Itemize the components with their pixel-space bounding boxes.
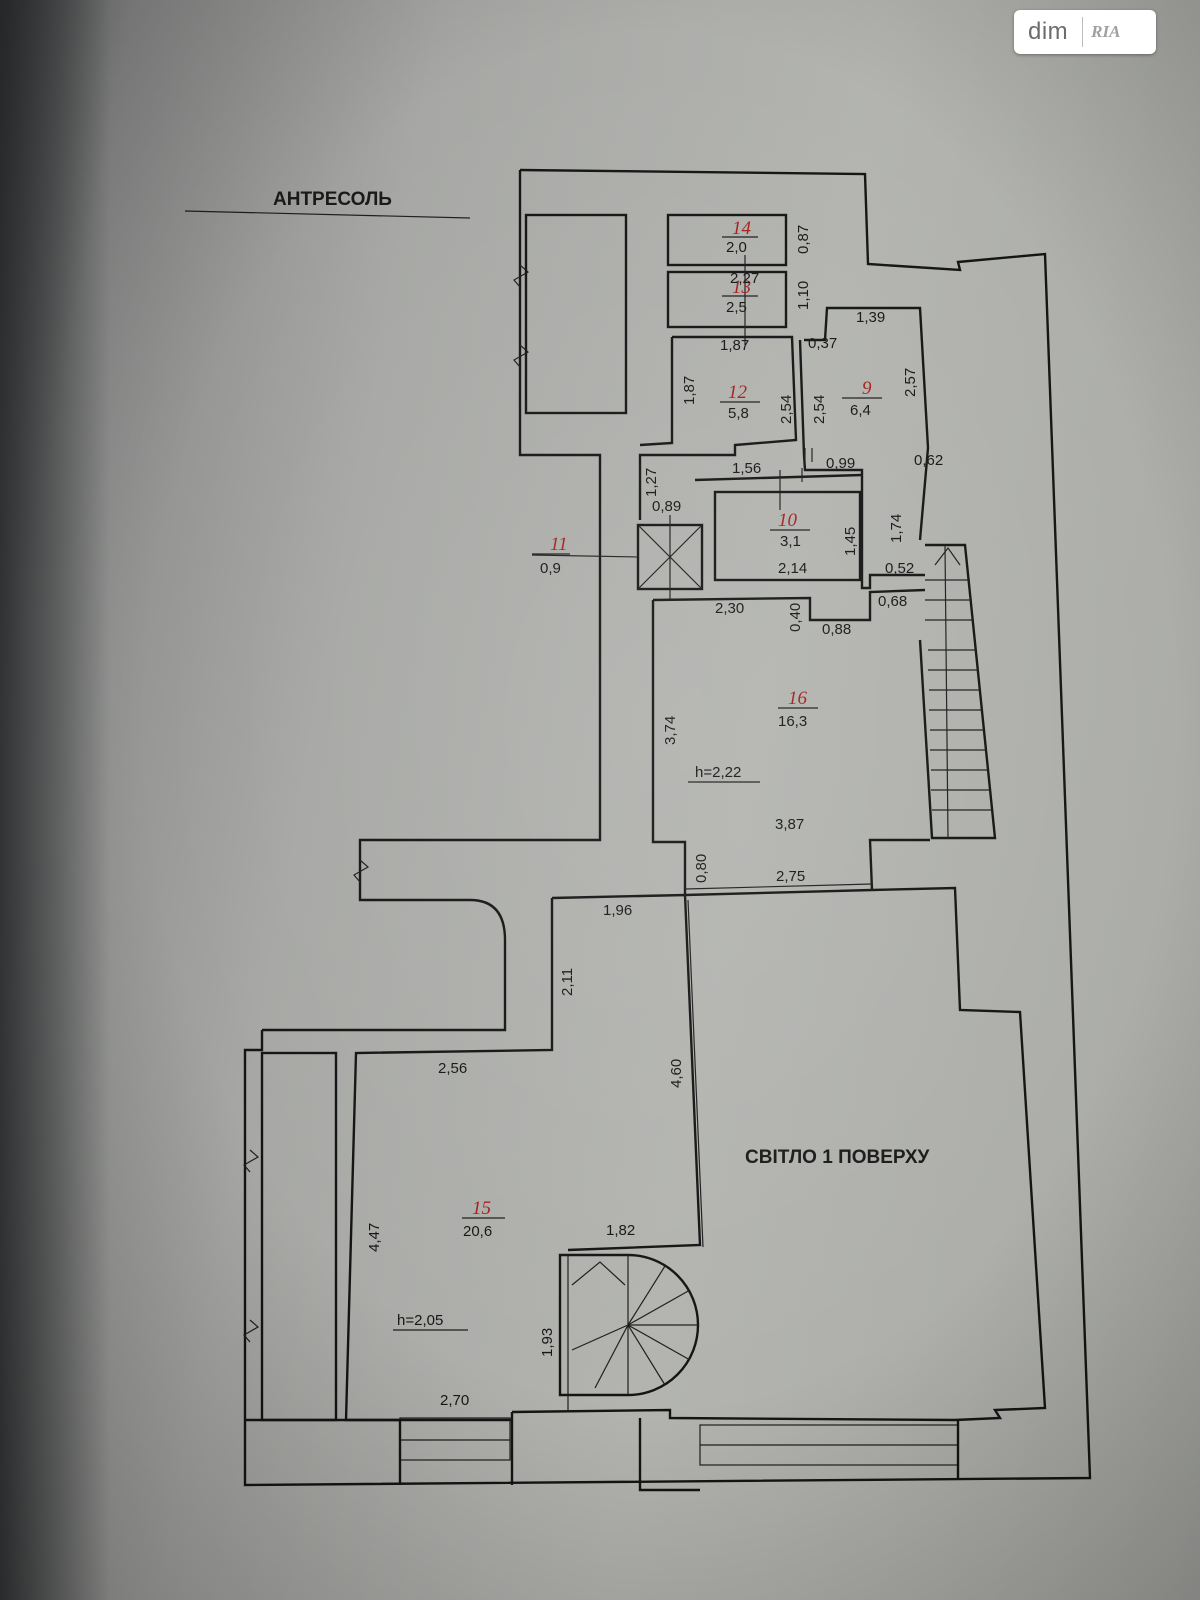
dimension-label: 1,39 <box>856 309 885 326</box>
dimension-label: 0,87 <box>795 225 812 254</box>
partition-wall <box>798 339 806 456</box>
dimension-label: 2,27 <box>730 270 759 287</box>
room-16-bottom-wall <box>684 888 873 897</box>
logo-separator <box>1082 17 1084 47</box>
outer-wall-perimeter <box>243 168 1092 1487</box>
dimension-label: 2,11 <box>559 968 576 996</box>
dimension-label: 1,93 <box>539 1328 556 1357</box>
dimension-label: 0,89 <box>652 498 681 515</box>
dimension-label: 1,27 <box>643 468 660 497</box>
dimension-label: 0,99 <box>826 455 855 472</box>
dimension-label: 0,80 <box>693 854 710 883</box>
stair-treads <box>925 544 992 839</box>
corridor-wall <box>694 473 863 482</box>
leader-line <box>531 554 639 558</box>
dimension-label: 0,88 <box>822 621 851 638</box>
front-pier-mid2 <box>638 1418 700 1492</box>
dimension-label: 0,40 <box>787 603 804 632</box>
dimension-label: 2,14 <box>778 560 807 577</box>
dimension-label: 2,54 <box>811 395 828 424</box>
room-area: 3,1 <box>780 533 801 550</box>
ceiling-height: h=2,05 <box>397 1312 443 1329</box>
room-16-left-wall <box>651 600 687 895</box>
dimension-label: 0,68 <box>878 593 907 610</box>
dimension-label: 2,56 <box>438 1060 467 1077</box>
dimension-label: 1,45 <box>842 527 859 556</box>
room-number: 12 <box>728 382 748 403</box>
ceiling-height: h=2,22 <box>695 764 741 781</box>
title-underline <box>184 210 471 219</box>
light-label: СВІТЛО 1 ПОВЕРХУ <box>745 1147 930 1168</box>
dimension-label: 1,96 <box>603 902 632 919</box>
plan-title: АНТРЕСОЛЬ <box>273 189 392 210</box>
dimension-label: 1,87 <box>720 337 749 354</box>
logo-text: dim <box>1028 18 1069 45</box>
dimria-logo: dim RIA <box>1014 10 1156 54</box>
dimension-label: 0,52 <box>885 560 914 577</box>
room-number: 16 <box>788 688 808 709</box>
room-number: 10 <box>778 510 798 531</box>
dimension-label: 0,62 <box>914 452 943 469</box>
room-area: 0,9 <box>540 560 561 577</box>
room-area: 2,5 <box>726 299 747 316</box>
window-left <box>399 1417 511 1461</box>
dimension-label: 1,82 <box>606 1222 635 1239</box>
front-wall <box>511 1408 956 1422</box>
dimension-label: 2,54 <box>778 395 795 424</box>
room-area: 16,3 <box>778 713 807 730</box>
dimension-label: 1,56 <box>732 460 761 477</box>
dimension-label: 1,74 <box>888 514 905 543</box>
room-16-right-wall <box>868 838 930 891</box>
room-15-partition <box>687 899 704 1248</box>
dimension-label: 2,30 <box>715 600 744 617</box>
front-pier-left <box>245 1418 402 1485</box>
room-area: 5,8 <box>728 405 749 422</box>
room-number: 15 <box>472 1198 491 1219</box>
room-12-wall-left <box>639 337 674 447</box>
outer-wall-curve <box>262 898 507 1032</box>
room-area: 6,4 <box>850 402 871 419</box>
room-number: 14 <box>732 218 752 239</box>
dimension-label: 1,10 <box>795 281 812 310</box>
dimension-label: 4,60 <box>668 1059 685 1088</box>
room-number: 9 <box>862 378 872 399</box>
dimension-label: 3,87 <box>775 816 804 833</box>
dimension-label: 2,70 <box>440 1392 469 1409</box>
spiral-stair <box>558 1253 700 1412</box>
dimension-label: 0,37 <box>808 335 837 352</box>
logo-ria-mark: RIA <box>1091 22 1121 41</box>
room-area: 20,6 <box>463 1223 492 1240</box>
room-15-outline <box>344 898 554 1422</box>
dimension-label: 2,57 <box>902 368 919 397</box>
room-number: 11 <box>550 534 568 555</box>
stair-outline <box>918 543 997 840</box>
dimension-label: 1,87 <box>681 376 698 405</box>
wall-block-lower <box>260 1051 338 1422</box>
dimension-label: 2,75 <box>776 868 805 885</box>
dimension-label: 4,47 <box>366 1223 383 1252</box>
room-area: 2,0 <box>726 239 747 256</box>
wall-block-upper <box>524 213 628 415</box>
dimension-label: 3,74 <box>662 716 679 745</box>
